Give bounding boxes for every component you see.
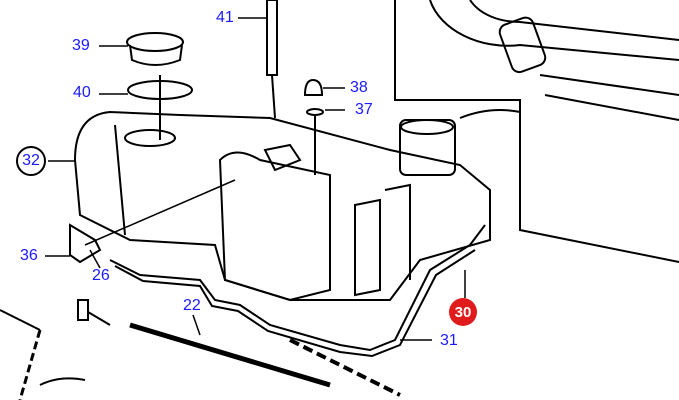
arrow-line (459, 109, 521, 119)
oil-cap (126, 32, 184, 52)
push-rod (129, 322, 331, 388)
filler-neck (124, 129, 176, 147)
label-37: 37 (355, 101, 373, 118)
outlet-neck (399, 119, 456, 176)
label-32: 32 (16, 146, 46, 176)
bolt (77, 299, 89, 321)
label-26: 26 (92, 267, 110, 284)
label-39: 39 (72, 37, 90, 54)
cap-nut (303, 78, 324, 96)
stud (266, 0, 278, 76)
hose-clamp (498, 16, 547, 74)
label-41: 41 (216, 9, 234, 26)
label-31: 31 (440, 332, 458, 349)
label-38: 38 (350, 79, 368, 96)
gasket (109, 224, 486, 352)
valve-cover (73, 110, 491, 301)
label-40: 40 (73, 84, 91, 101)
label-30-highlight: 30 (449, 298, 477, 326)
hose-upper (429, 0, 679, 61)
label-22: 22 (183, 297, 201, 314)
label-36: 36 (20, 247, 38, 264)
inset-frame (394, 0, 679, 263)
